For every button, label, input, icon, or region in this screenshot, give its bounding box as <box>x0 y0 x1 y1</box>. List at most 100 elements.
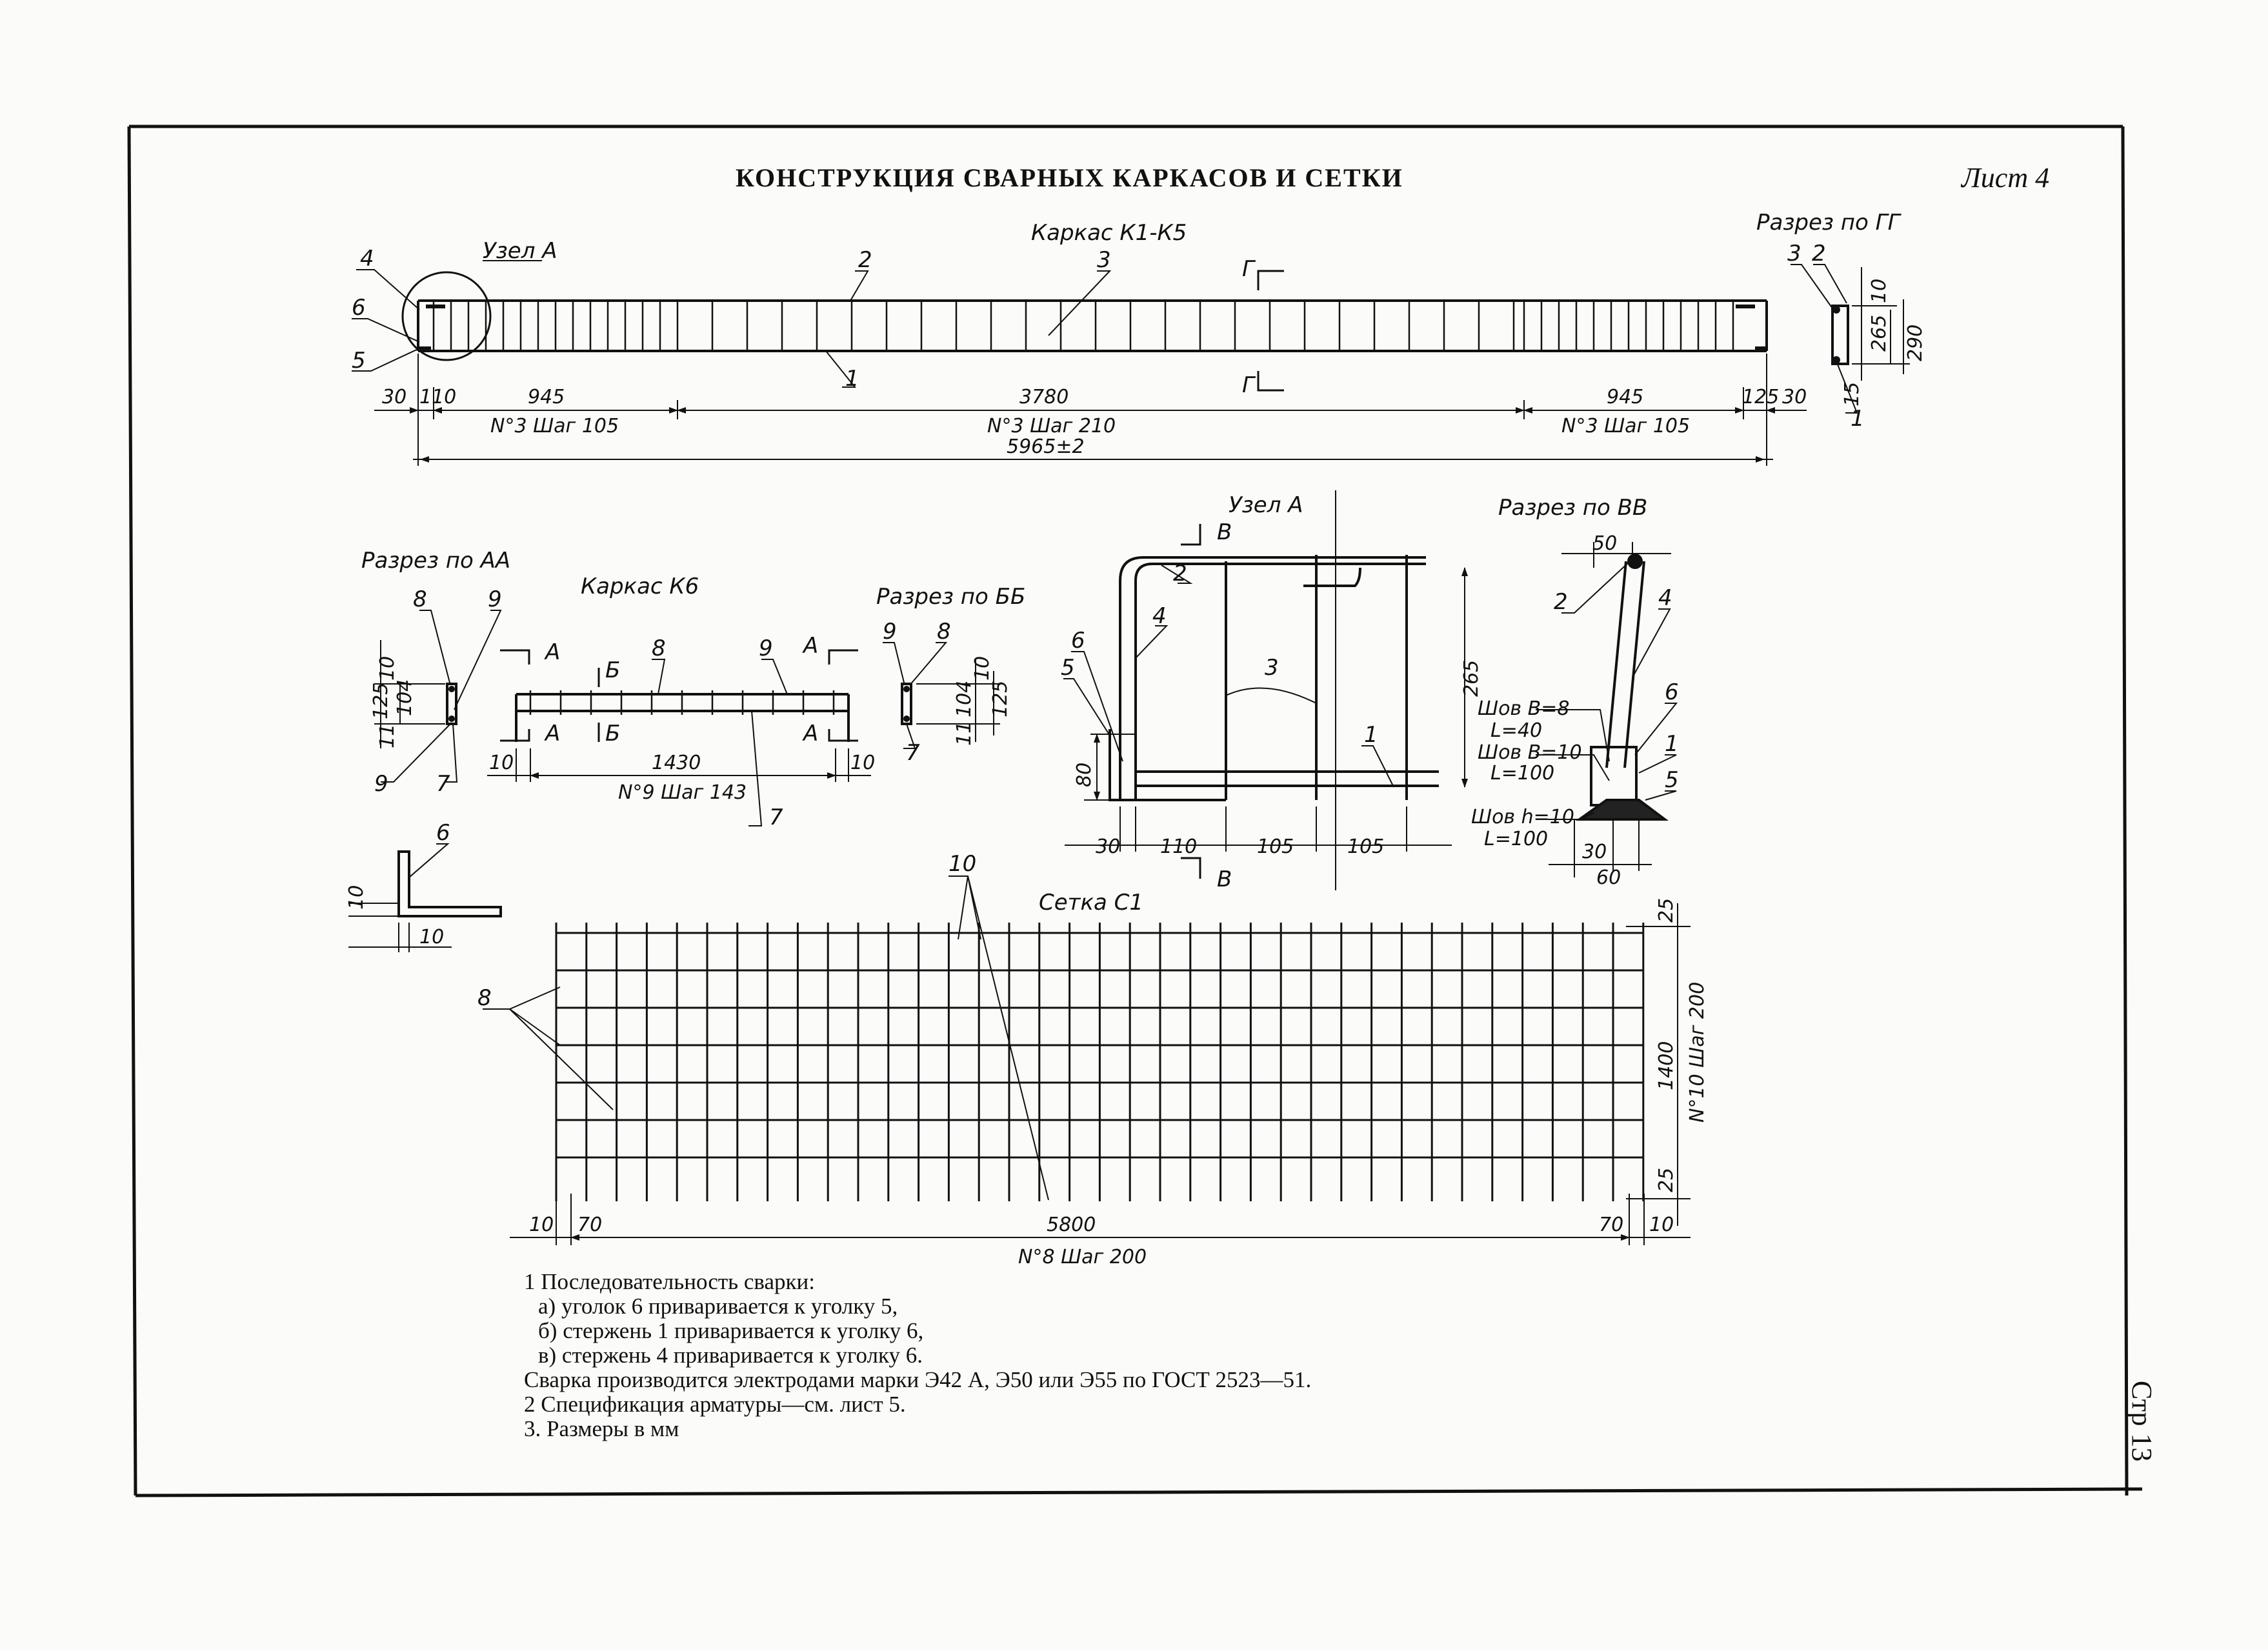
k6-pos-7: 7 <box>769 805 783 830</box>
node-a-mark-top: В <box>1217 519 1232 545</box>
dim-945-left: 945 <box>528 386 565 408</box>
vv-weld-1: Шов В=8 <box>1478 697 1569 720</box>
page-title: КОНСТРУКЦИЯ СВАРНЫХ КАРКАСОВ И СЕТКИ <box>736 163 1403 192</box>
k6-spacing: N°9 Шаг 143 <box>618 781 747 804</box>
vv-pos-5: 5 <box>1665 767 1679 793</box>
bb-dim-104: 104 <box>953 681 976 717</box>
dim-110: 110 <box>419 386 456 408</box>
gg-pos-1: 1 <box>1851 406 1865 432</box>
section-gg-mark-bottom: Г <box>1242 372 1256 398</box>
node-dim-30: 30 <box>1096 836 1120 858</box>
gg-dim-290: 290 <box>1904 325 1927 361</box>
dim-30-right: 30 <box>1782 386 1807 408</box>
mesh-dim-70-right: 70 <box>1599 1214 1623 1236</box>
node-pos-2: 2 <box>1173 561 1187 586</box>
angle-pos-6: 6 <box>436 820 450 846</box>
angle-detail: 6 10 10 <box>345 820 502 952</box>
mesh-c1: Сетка С1 10 8 10 70 5800 70 10 25 14 <box>477 851 1709 1268</box>
k6-pos-8: 8 <box>652 635 666 661</box>
mesh-dim-5800: 5800 <box>1047 1214 1096 1236</box>
k6-mark-b-2: Б <box>605 721 620 746</box>
pos-1: 1 <box>845 366 859 392</box>
frame-k6: Каркас К6 А Б А Б А А 8 9 7 <box>487 574 875 830</box>
frame-k6-title: Каркас К6 <box>581 574 699 599</box>
gg-dim-10: 10 <box>1868 279 1891 303</box>
node-pos-6: 6 <box>1071 628 1085 654</box>
dim-3780: 3780 <box>1019 386 1069 408</box>
section-aa-title: Разрез по АА <box>361 548 510 574</box>
aa-dim-104: 104 <box>394 679 416 716</box>
aa-pos-9-bottom: 9 <box>374 771 388 797</box>
bb-dim-125: 125 <box>989 681 1012 717</box>
k6-dim-1430: 1430 <box>652 752 701 774</box>
node-a-title: Узел А <box>1229 492 1303 518</box>
frame-k6-bars <box>529 690 835 715</box>
section-gg-title: Разрез по ГГ <box>1756 210 1902 235</box>
note-1a: а) уголок 6 приваривается к уголку 5, <box>538 1294 898 1319</box>
sheet-border <box>127 125 2143 1497</box>
node-dim-105-a: 105 <box>1257 836 1294 858</box>
pos-4: 4 <box>360 246 374 272</box>
node-a-circle <box>401 271 492 361</box>
mesh-c1-grid <box>555 923 1645 1201</box>
spacing-middle: N°3 Шаг 210 <box>987 415 1116 437</box>
spacing-right: N°3 Шаг 105 <box>1561 415 1690 437</box>
dim-125: 125 <box>1742 386 1779 408</box>
dim-945-right: 945 <box>1607 386 1643 408</box>
aa-dim-11: 11 <box>376 724 399 748</box>
mesh-dim-25-bottom: 25 <box>1655 1168 1678 1192</box>
section-aa: Разрез по АА 8 9 9 7 125 10 104 11 <box>361 548 510 797</box>
dim-30-left: 30 <box>382 386 406 408</box>
node-pos-1: 1 <box>1364 722 1378 748</box>
vv-pos-1: 1 <box>1665 731 1679 757</box>
mesh-spacing-side: N°10 Шаг 200 <box>1686 982 1709 1123</box>
k6-mark-a-1: А <box>544 639 560 665</box>
aa-pos-7: 7 <box>436 771 450 797</box>
gg-pos-3: 3 <box>1787 241 1801 266</box>
mesh-dim-70-left: 70 <box>577 1214 602 1236</box>
mesh-pos-8: 8 <box>477 985 492 1011</box>
gg-pos-2: 2 <box>1812 241 1826 266</box>
mesh-dim-10-right: 10 <box>1649 1214 1674 1236</box>
mesh-pos-10: 10 <box>948 851 976 877</box>
gg-dim-15: 15 <box>1841 382 1863 406</box>
node-pos-5: 5 <box>1061 655 1075 681</box>
mesh-spacing-long: N°8 Шаг 200 <box>1018 1246 1147 1268</box>
aa-pos-9-top: 9 <box>488 586 502 612</box>
pos-5: 5 <box>352 348 366 374</box>
bb-dim-10: 10 <box>971 656 994 681</box>
note-1c: в) стержень 4 приваривается к уголку 6. <box>538 1343 923 1368</box>
vv-weld-2-length: L=100 <box>1490 762 1554 785</box>
k6-dim-10-left: 10 <box>489 752 514 774</box>
vv-weld-3: Шов h=10 <box>1471 806 1574 828</box>
pos-3: 3 <box>1097 247 1111 273</box>
note-2: 2 Спецификация арматуры—см. лист 5. <box>524 1392 906 1417</box>
vv-weld-2: Шов В=10 <box>1478 741 1582 764</box>
k6-dim-10-right: 10 <box>850 752 875 774</box>
node-a: Узел А В В <box>1061 490 1483 892</box>
node-dim-80: 80 <box>1073 763 1096 787</box>
bb-pos-8: 8 <box>937 619 951 645</box>
vv-pos-2: 2 <box>1554 589 1568 615</box>
mesh-c1-title: Сетка С1 <box>1039 890 1143 916</box>
node-pos-4: 4 <box>1152 603 1167 629</box>
vv-pos-6: 6 <box>1665 679 1679 705</box>
frame-k1-k5: Каркас К1-К5 Узел А Г Г <box>352 220 1807 466</box>
dim-5965: 5965±2 <box>1007 435 1085 458</box>
aa-dim-10: 10 <box>376 656 399 681</box>
note-welding: Сварка производится электродами марки Э4… <box>524 1367 1312 1392</box>
node-a-label: Узел А <box>483 238 557 264</box>
bb-pos-9: 9 <box>883 619 897 645</box>
node-a-mark-bottom: В <box>1217 866 1232 892</box>
node-dim-265: 265 <box>1460 660 1483 697</box>
notes: 1 Последовательность сварки: а) уголок 6… <box>524 1270 1311 1441</box>
k6-pos-9: 9 <box>759 635 773 661</box>
section-vv-title: Разрез по ВВ <box>1498 495 1647 521</box>
k6-mark-a-2: А <box>544 721 560 746</box>
section-bb-title: Разрез по ББ <box>876 584 1025 610</box>
node-dim-105-b: 105 <box>1347 836 1384 858</box>
pos-2: 2 <box>858 247 872 273</box>
bb-dim-11: 11 <box>953 721 976 746</box>
k6-mark-a-3: А <box>802 633 818 659</box>
